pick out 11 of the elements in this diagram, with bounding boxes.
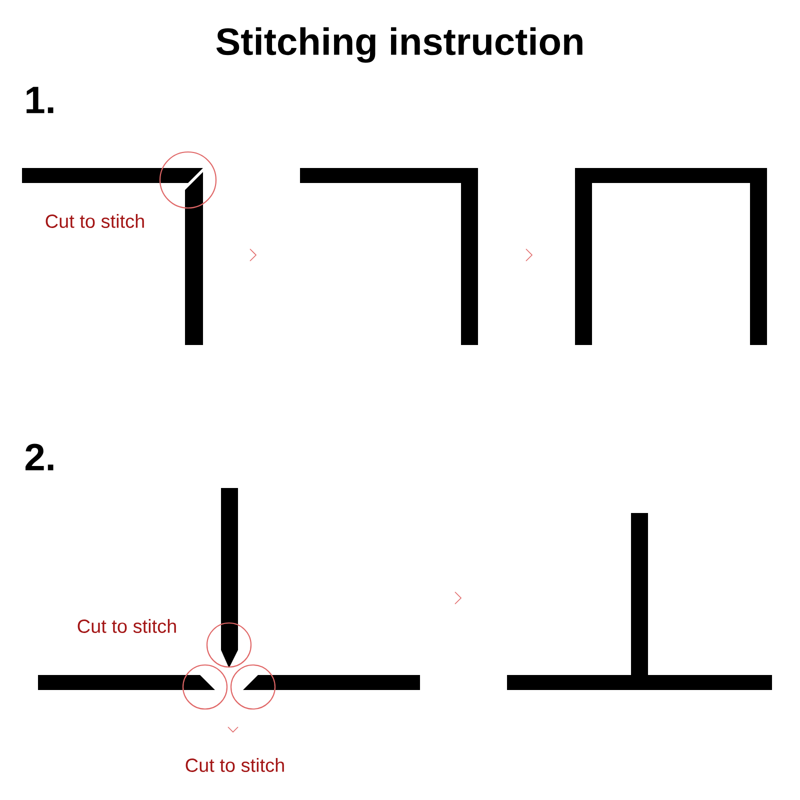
stitch-drawing xyxy=(38,488,420,710)
callout-label: Cut to stitch xyxy=(186,758,284,772)
stitch-drawing xyxy=(300,168,478,345)
callout-label: Cut to stitch xyxy=(46,214,144,228)
step-number: 1. xyxy=(26,86,54,114)
stitch-drawing xyxy=(507,513,772,690)
stitch-drawing xyxy=(22,151,217,345)
step-number: 2. xyxy=(26,444,54,470)
stitch-drawing xyxy=(575,168,767,345)
callout-label: Cut to stitch xyxy=(78,619,176,633)
title: Stitching instruction xyxy=(216,27,582,63)
